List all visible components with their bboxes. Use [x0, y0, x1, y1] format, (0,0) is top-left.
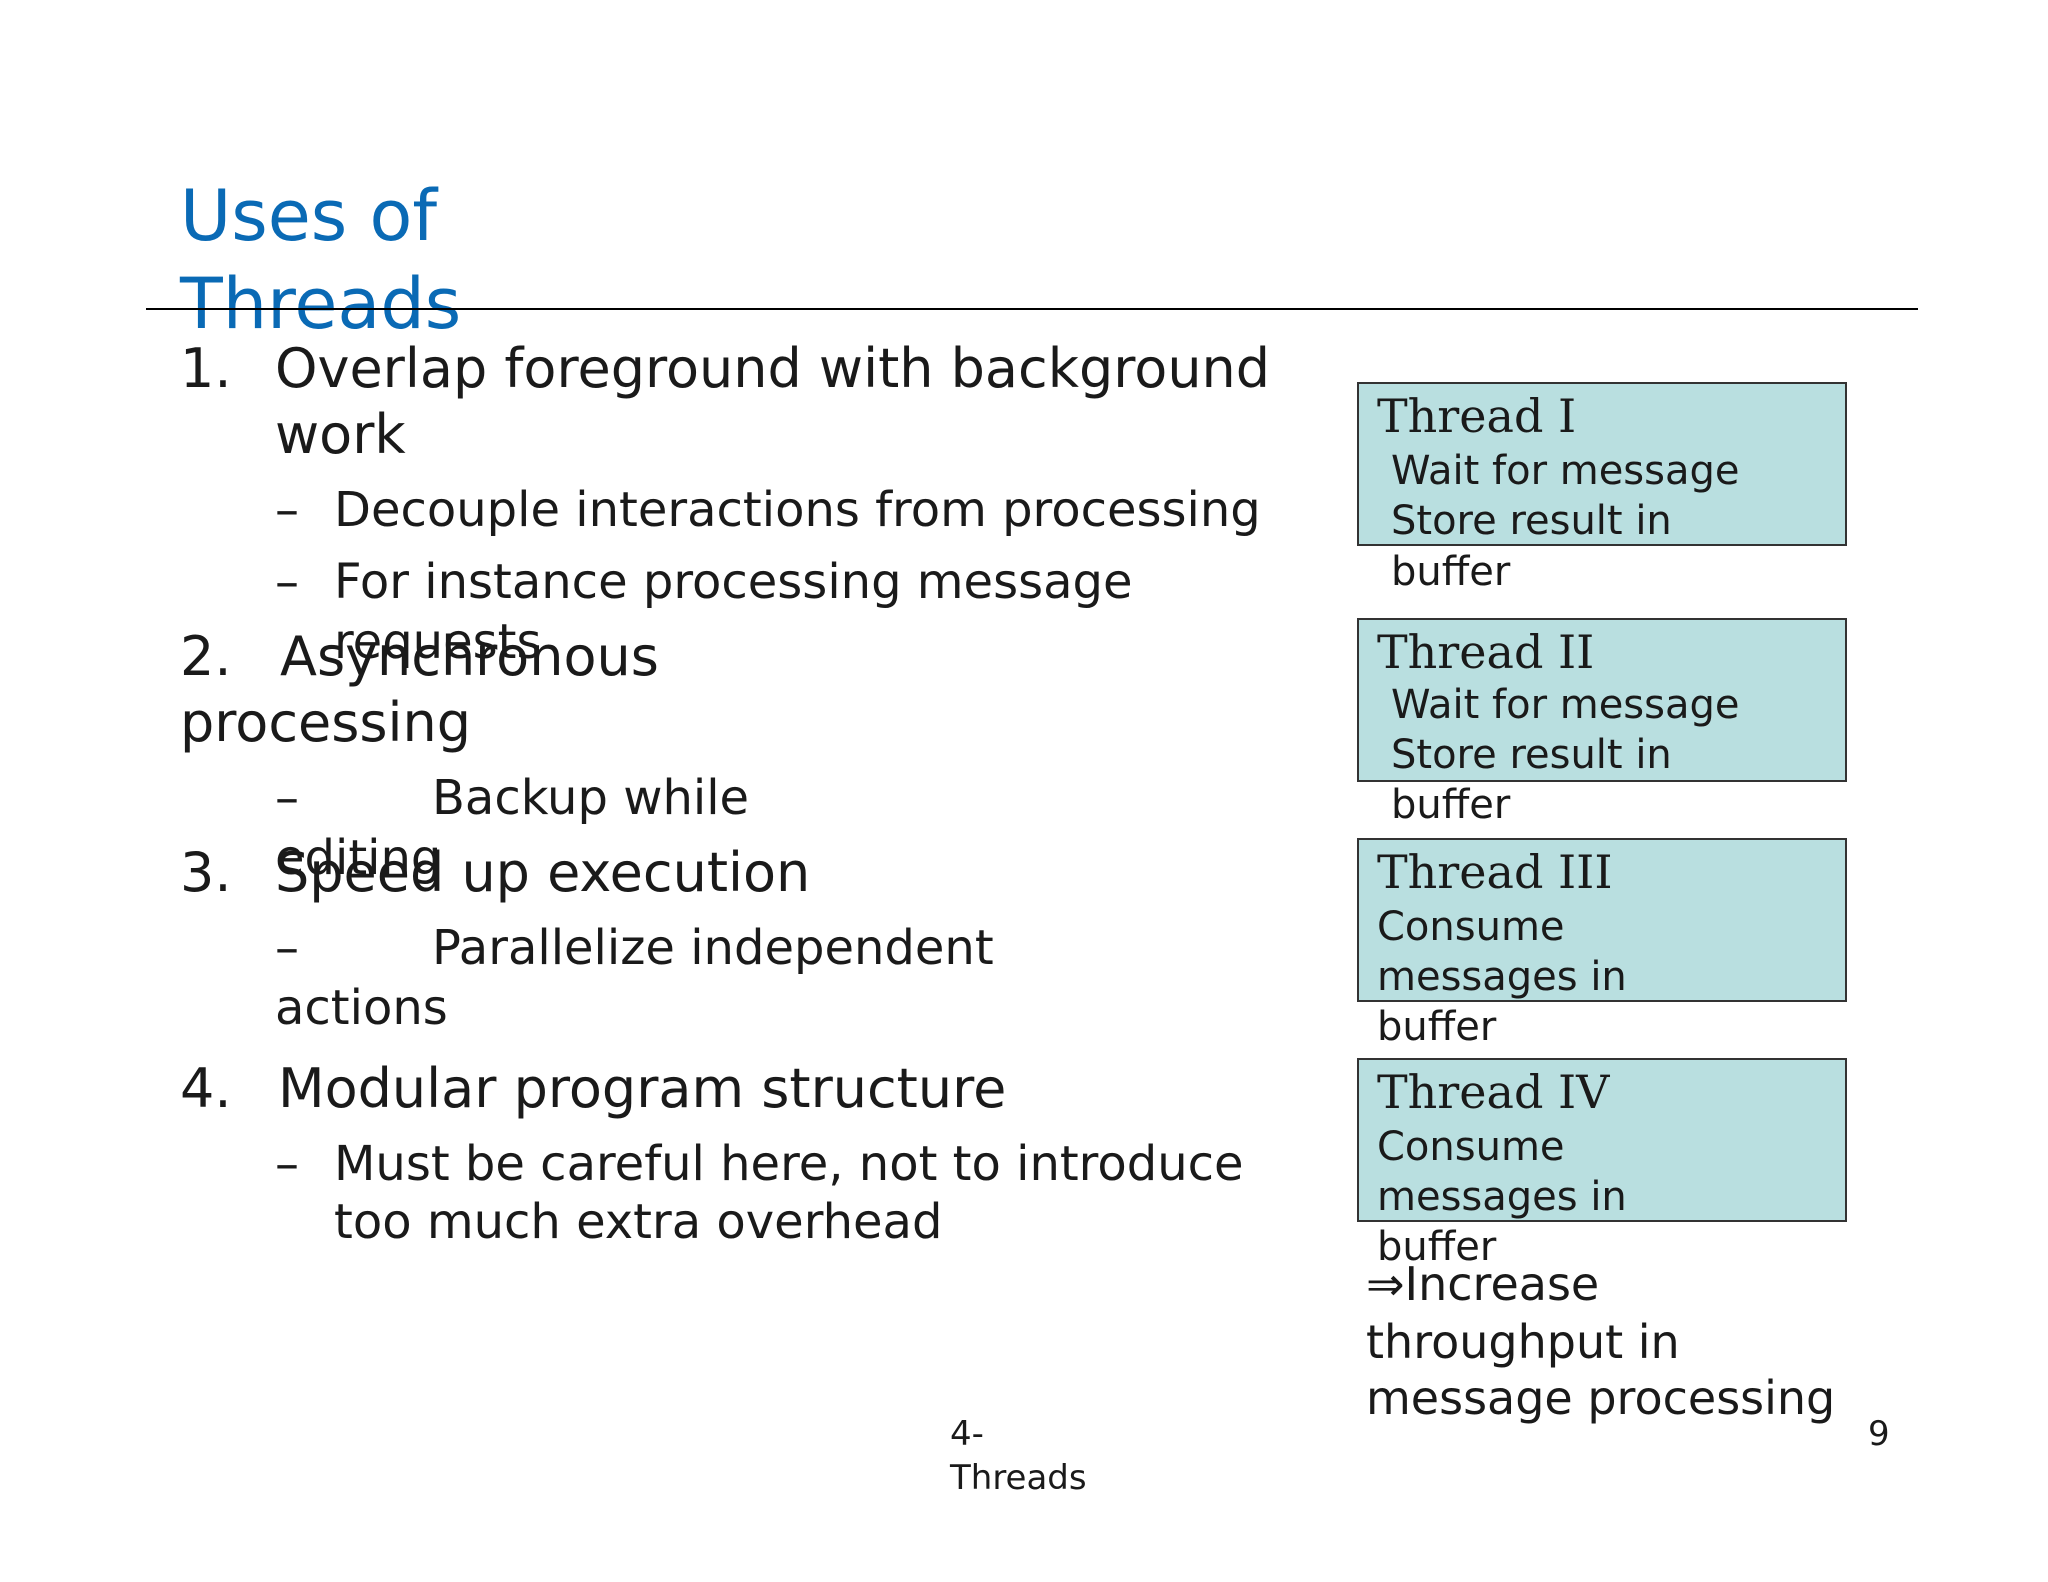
thread-box-1-line-3: buffer: [1391, 549, 1511, 595]
conclusion-line-1: ⇒Increase: [1366, 1257, 1600, 1311]
thread-box-2: Thread II Wait for message Store result …: [1357, 618, 1847, 828]
item-1-dash-1: –: [275, 482, 299, 538]
thread-box-4-line-3: buffer: [1377, 1224, 1497, 1270]
item-2-sub-1-cont: editing: [275, 830, 442, 886]
thread-box-4: Thread IV Consume messages in buffer: [1357, 1058, 1847, 1270]
footer-label-cont: Threads: [950, 1458, 1087, 1498]
item-3-dash-1: –: [275, 920, 299, 976]
footer-label: 4-: [950, 1414, 984, 1454]
conclusion-line-3: message processing: [1366, 1371, 1836, 1425]
page-number: 9: [1868, 1414, 1890, 1454]
item-2-number: 2.: [180, 625, 232, 688]
item-1-sub-2-cont: requests: [334, 614, 542, 670]
item-3-sub-1-cont: actions: [275, 980, 448, 1036]
item-4-number: 4.: [180, 1057, 232, 1120]
item-1-dash-2: –: [275, 554, 299, 610]
thread-box-4-line-1: Consume: [1377, 1124, 1565, 1170]
thread-box-3-line-2: messages in: [1377, 954, 1627, 1000]
title-divider: [146, 308, 1918, 310]
thread-box-4-line-2: messages in: [1377, 1174, 1627, 1220]
item-1-text: Overlap foreground with background: [275, 337, 1271, 400]
item-4-dash-1: –: [275, 1136, 299, 1192]
item-2-text-cont: processing: [180, 691, 472, 754]
item-1-number: 1.: [180, 337, 232, 400]
item-3-sub-1: Parallelize independent: [432, 920, 994, 976]
item-4-sub-1-cont: too much extra overhead: [334, 1194, 943, 1250]
conclusion-line-2: throughput in: [1366, 1315, 1680, 1369]
thread-box-1: Thread I Wait for message Store result i…: [1357, 382, 1847, 595]
thread-box-1-line-1: Wait for message: [1391, 448, 1740, 494]
item-3-number: 3.: [180, 841, 232, 904]
item-4-text: Modular program structure: [278, 1057, 1007, 1120]
thread-box-3-title: Thread III: [1377, 845, 1613, 899]
item-1-text-cont: work: [275, 403, 406, 466]
thread-box-2-line-1: Wait for message: [1391, 682, 1740, 728]
thread-box-2-title: Thread II: [1377, 625, 1595, 679]
thread-box-3: Thread III Consume messages in buffer: [1357, 838, 1847, 1050]
slide-title: Uses of Threads: [180, 175, 462, 345]
thread-box-3-line-3: buffer: [1377, 1004, 1497, 1050]
item-2-sub-1: Backup while: [432, 770, 750, 826]
item-2-dash-1: –: [275, 770, 299, 826]
thread-box-4-title: Thread IV: [1377, 1065, 1610, 1119]
item-2-text: Asynchronous: [280, 625, 659, 688]
thread-box-2-line-3: buffer: [1391, 782, 1511, 828]
thread-box-1-line-2: Store result in: [1391, 498, 1672, 544]
item-4-sub-1: Must be careful here, not to introduce: [334, 1136, 1244, 1192]
item-1-sub-2: For instance processing message: [334, 554, 1133, 610]
thread-box-2-line-2: Store result in: [1391, 732, 1672, 778]
thread-box-3-line-1: Consume: [1377, 904, 1565, 950]
item-1-sub-1: Decouple interactions from processing: [334, 482, 1261, 538]
item-3-text: Speed up execution: [275, 841, 811, 904]
thread-box-1-title: Thread I: [1377, 389, 1577, 443]
